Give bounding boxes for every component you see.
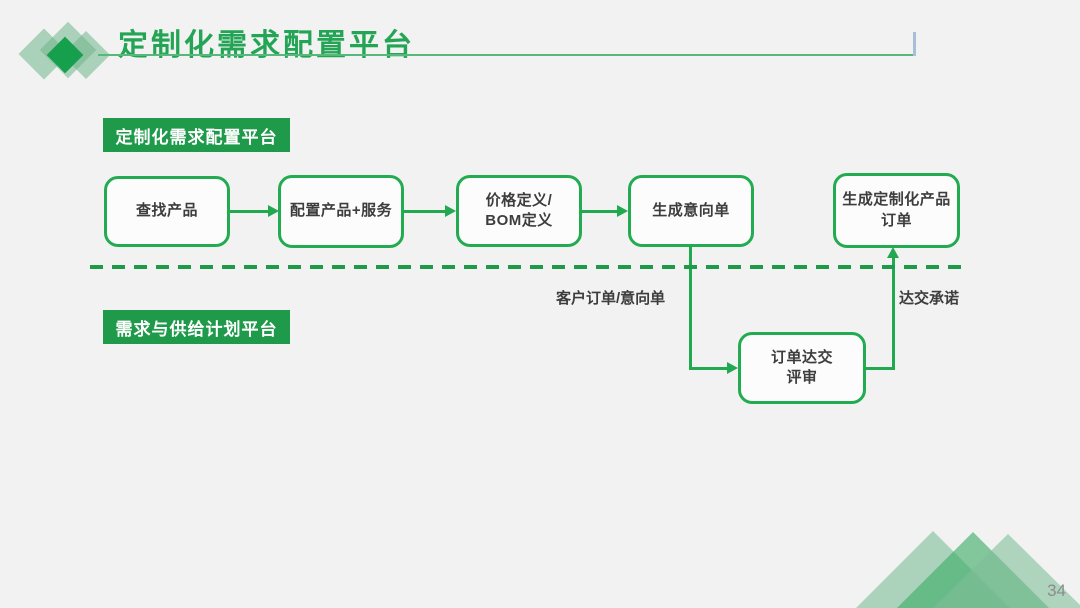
- arrow-head-right-icon: [617, 205, 628, 217]
- diamond-logo-icon: [8, 6, 111, 92]
- edge-label-delivery-commitment: 达交承诺: [899, 290, 960, 307]
- arrow-line: [403, 210, 447, 213]
- flow-box-find-product: 查找产品: [104, 176, 230, 247]
- edge-label-customer-order: 客户订单/意向单: [556, 290, 666, 307]
- title-underline: [98, 54, 915, 56]
- connector-line: [864, 367, 895, 370]
- flow-box-generate-intent-order: 生成意向单: [628, 175, 754, 247]
- connector-line: [689, 367, 729, 370]
- connector-up-line: [892, 257, 895, 370]
- lane-label-config-platform: 定制化需求配置平台: [103, 118, 290, 152]
- arrow-head-right-icon: [445, 205, 456, 217]
- arrow-head-right-icon: [268, 205, 279, 217]
- title-end-tick: [913, 32, 916, 56]
- page-number: 34: [1047, 581, 1066, 600]
- arrow-line: [581, 210, 619, 213]
- arrow-head-up-icon: [887, 247, 899, 258]
- page-title: 定制化需求配置平台: [118, 29, 415, 62]
- flow-box-configure-product-service: 配置产品+服务: [278, 175, 404, 248]
- lane-label-supply-platform: 需求与供给计划平台: [103, 310, 290, 344]
- arrow-line: [230, 210, 269, 213]
- flow-box-price-bom-definition: 价格定义/ BOM定义: [456, 175, 582, 247]
- arrow-head-right-icon: [727, 362, 738, 374]
- connector-down-line: [689, 246, 692, 370]
- flow-box-generate-custom-product-order: 生成定制化产品 订单: [833, 173, 960, 248]
- lane-divider-dashed-line: [90, 265, 970, 269]
- flow-box-order-delivery-review: 订单达交 评审: [738, 332, 866, 404]
